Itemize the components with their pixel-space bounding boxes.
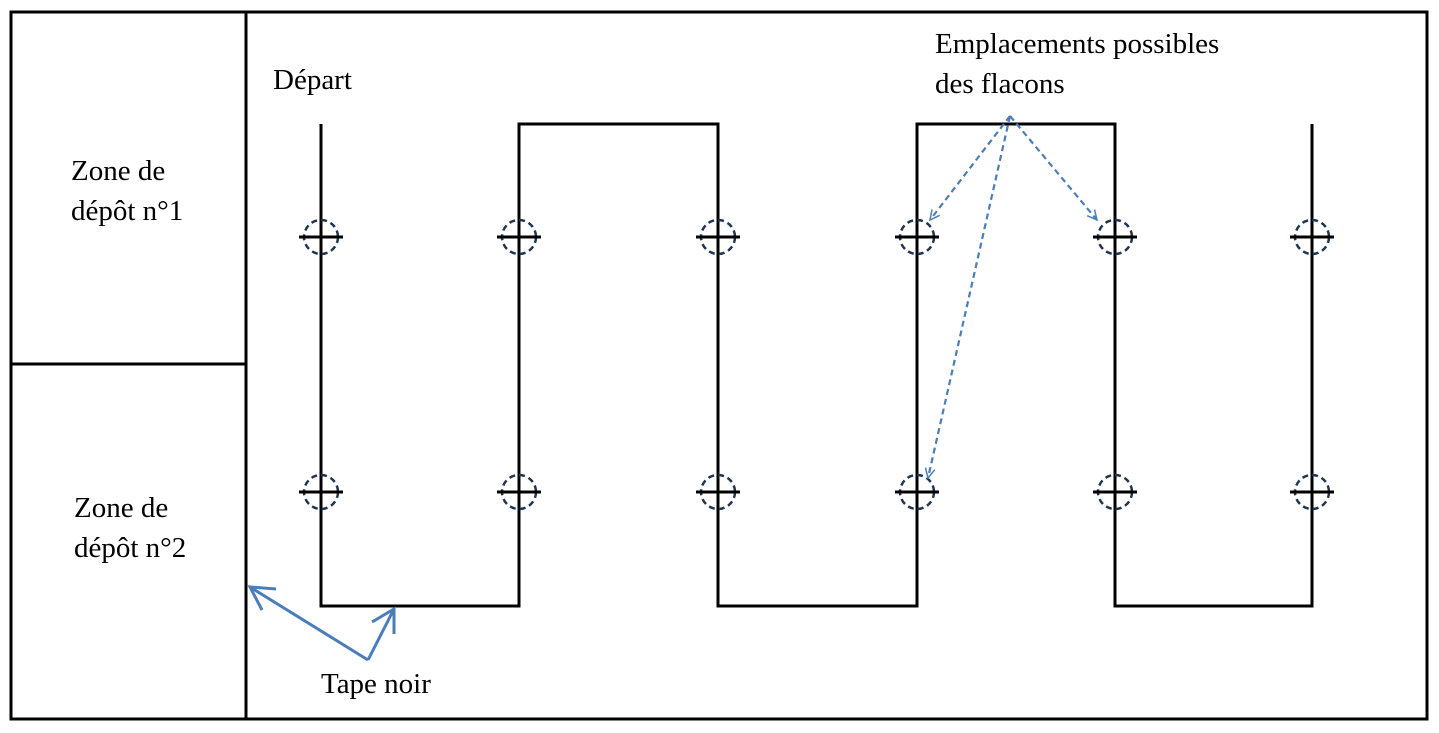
zone-2-label-line2: dépôt n°2	[74, 528, 186, 568]
bottle-arrow-2	[1010, 116, 1097, 220]
zone-1-label-line1: Zone de	[71, 151, 183, 191]
zone-1-label-line2: dépôt n°1	[71, 191, 183, 231]
bottle-arrow-3	[928, 116, 1010, 478]
bottle-location-arrows	[928, 116, 1097, 478]
bottle-locations-line1: Emplacements possibles	[935, 24, 1219, 64]
zone-2-label-line1: Zone de	[74, 488, 186, 528]
tape-path	[321, 124, 1312, 606]
bottle-locations-label: Emplacements possibles des flacons	[935, 24, 1219, 104]
tape-arrow-left	[250, 587, 368, 660]
bottle-locations-line2: des flacons	[935, 64, 1219, 104]
bottle-markers	[299, 220, 1334, 509]
start-label: Départ	[273, 60, 352, 100]
zone-2-label: Zone de dépôt n°2	[74, 488, 186, 568]
tape-label: Tape noir	[321, 664, 431, 704]
zone-1-label: Zone de dépôt n°1	[71, 151, 183, 231]
